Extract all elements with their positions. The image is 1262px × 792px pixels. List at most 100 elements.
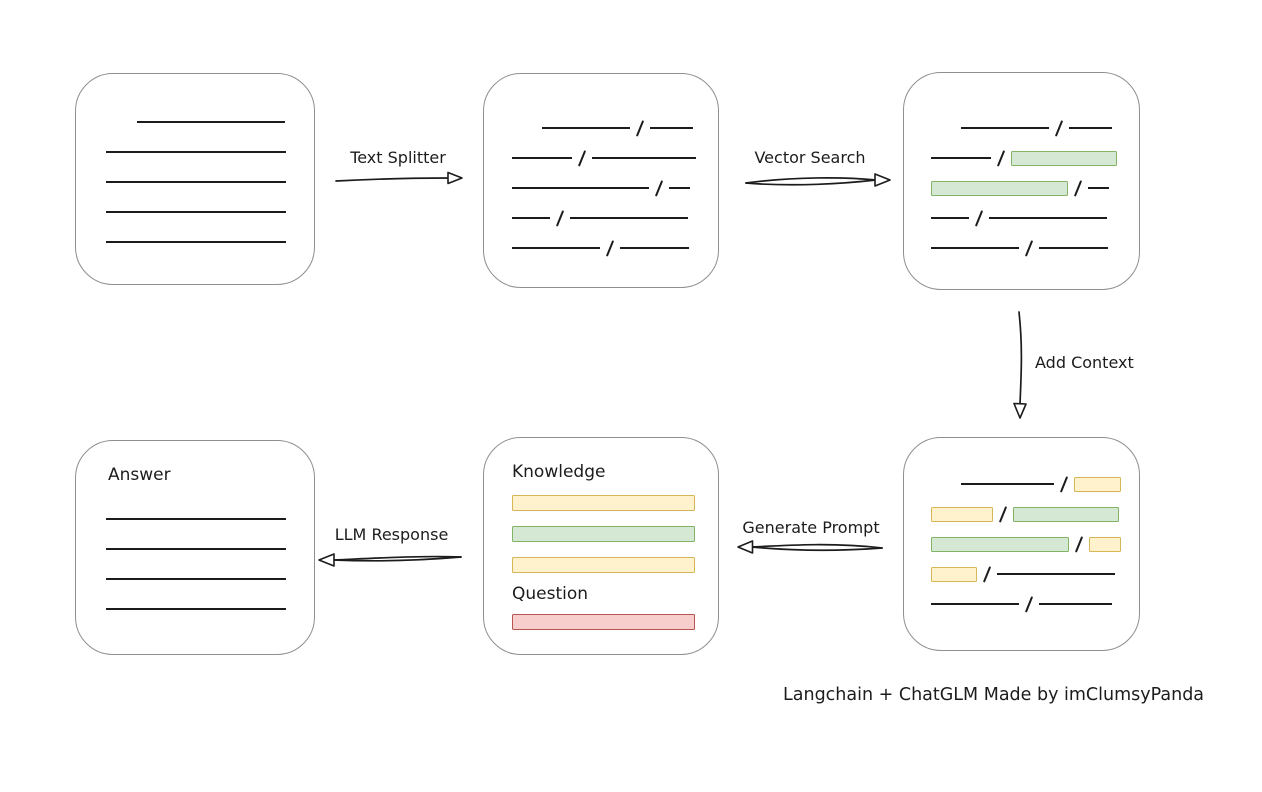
generate-prompt-label: Generate Prompt (742, 518, 880, 537)
chunk-row (961, 469, 1122, 499)
split-chunks-box (483, 73, 719, 288)
green-chunk (931, 180, 1068, 196)
llm-response-label: LLM Response (334, 525, 449, 544)
text-line (592, 157, 697, 159)
vector-search-arrow (745, 173, 891, 187)
slash-separator (1024, 239, 1034, 257)
slash-separator (1074, 535, 1084, 553)
green-chunk (931, 536, 1069, 552)
context-chunks-box (903, 437, 1140, 651)
text-line (106, 578, 286, 580)
chunk-row (106, 594, 286, 624)
slash-separator (605, 239, 615, 257)
chunk-row (106, 137, 286, 167)
text-line (512, 247, 600, 249)
text-line (931, 247, 1019, 249)
green-chunk (1013, 506, 1120, 522)
yellow-chunk (931, 566, 977, 582)
slash-separator (982, 565, 992, 583)
document-lines (106, 107, 286, 257)
question-bars (512, 614, 695, 645)
chunk-row (137, 107, 286, 137)
question-label: Question (512, 584, 589, 604)
text-line (542, 127, 630, 129)
chunk-row (931, 233, 1117, 263)
red-bar (512, 614, 695, 630)
text-line (1039, 247, 1109, 249)
generate-prompt-arrow (737, 540, 883, 554)
text-line (931, 157, 991, 159)
answer-box: Answer (75, 440, 315, 655)
text-line (931, 603, 1019, 605)
text-line (570, 217, 689, 219)
slash-separator (996, 149, 1006, 167)
text-splitter-arrow (335, 171, 463, 185)
slash-separator (555, 209, 565, 227)
text-line (1069, 127, 1113, 129)
slash-separator (577, 149, 587, 167)
text-line (512, 187, 649, 189)
text-line (961, 127, 1049, 129)
vector-matches-box (903, 72, 1140, 290)
vector-search-label: Vector Search (754, 148, 866, 167)
slash-separator (1073, 179, 1083, 197)
chunk-row (931, 143, 1118, 173)
yellow-chunk (1074, 476, 1122, 492)
slash-separator (1054, 119, 1064, 137)
diagram-caption: Langchain + ChatGLM Made by imClumsyPand… (783, 685, 1205, 705)
yellow-chunk (931, 506, 993, 522)
text-line (106, 241, 286, 243)
chunk-row (512, 143, 697, 173)
chunk-row (106, 504, 286, 534)
vector-match-lines (931, 113, 1118, 263)
chunk-row (512, 233, 696, 263)
text-line (512, 217, 550, 219)
slash-separator (635, 119, 645, 137)
text-line (669, 187, 691, 189)
chunk-row (961, 113, 1117, 143)
slash-separator (1024, 595, 1034, 613)
prompt-box: Knowledge Question (483, 437, 719, 655)
slash-separator (654, 179, 664, 197)
context-chunk-lines (931, 469, 1122, 619)
split-chunk-lines (512, 113, 697, 263)
slash-separator (998, 505, 1008, 523)
chunk-row (542, 113, 696, 143)
yellow-bar (512, 557, 695, 573)
text-line (106, 211, 286, 213)
text-line (106, 181, 286, 183)
text-line (1088, 187, 1110, 189)
text-line (650, 127, 694, 129)
text-line (961, 483, 1054, 485)
slash-separator (1059, 475, 1069, 493)
yellow-bar (512, 495, 695, 511)
yellow-chunk (1089, 536, 1122, 552)
text-line (512, 157, 572, 159)
chunk-row (106, 564, 286, 594)
add-context-label: Add Context (1035, 353, 1134, 372)
chunk-row (931, 499, 1121, 529)
text-line (931, 217, 969, 219)
add-context-arrow (1013, 311, 1027, 419)
knowledge-label: Knowledge (512, 462, 606, 482)
text-splitter-label: Text Splitter (350, 148, 446, 167)
text-line (106, 608, 286, 610)
green-chunk (1011, 150, 1118, 166)
llm-response-arrow (318, 553, 462, 567)
text-line (1039, 603, 1113, 605)
chunk-row (512, 203, 696, 233)
text-line (106, 518, 286, 520)
knowledge-bars (512, 495, 695, 588)
chunk-row (106, 227, 286, 257)
chunk-row (931, 589, 1121, 619)
text-line (137, 121, 285, 123)
text-line (106, 151, 286, 153)
text-line (620, 247, 690, 249)
answer-label: Answer (108, 465, 171, 485)
text-line (106, 548, 286, 550)
chunk-row (512, 173, 696, 203)
text-line (997, 573, 1116, 575)
source-document-box (75, 73, 315, 285)
chunk-row (931, 559, 1121, 589)
